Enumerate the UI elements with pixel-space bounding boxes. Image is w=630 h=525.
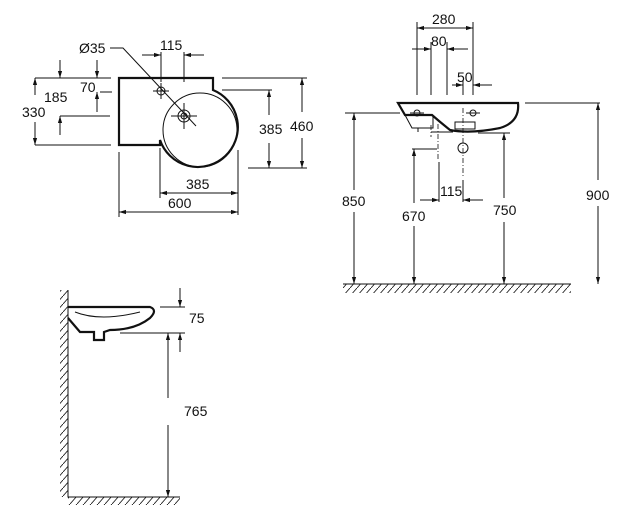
basin-front-outline (396, 101, 520, 133)
dim-bowl-depth: 385 (259, 121, 283, 137)
dim-top-to-hole: 70 (80, 79, 96, 95)
dim-bowl-width: 385 (186, 176, 210, 192)
leader-line (110, 47, 197, 127)
dim-hole-diameter: Ø35 (79, 40, 106, 56)
wall-floor-line (67, 290, 180, 498)
floor-hatch (343, 284, 571, 293)
dim-height-750: 750 (493, 202, 517, 218)
dim-total-depth: 460 (290, 118, 314, 134)
dim-width-280: 280 (432, 11, 456, 27)
dim-top-to-drain: 185 (44, 89, 68, 105)
dim-height-900: 900 (586, 187, 610, 203)
floor-hatch (68, 497, 180, 505)
front-view: 280 80 50 850 670 115 750 900 (342, 11, 610, 293)
tap-hole-icon (410, 109, 424, 117)
dim-total-width: 600 (168, 195, 192, 211)
bowl-inner (162, 92, 238, 168)
dim-offset-115: 115 (440, 183, 463, 199)
dim-height-670: 670 (402, 208, 426, 224)
wall-hatch (60, 290, 68, 497)
tap-hole-icon (153, 83, 169, 99)
dim-tap-offset: 115 (160, 37, 183, 53)
drain-icon (171, 103, 197, 129)
dim-left-depth: 330 (22, 104, 46, 120)
dim-basin-height: 75 (189, 310, 205, 326)
tap-hole-icon (466, 109, 480, 117)
dim-width-50: 50 (457, 69, 473, 85)
dim-height-850: 850 (342, 193, 366, 209)
dim-mount-height: 765 (184, 403, 208, 419)
plan-view: Ø35 115 70 185 330 385 460 385 600 (22, 37, 314, 217)
dim-width-80: 80 (431, 33, 447, 49)
side-view: 75 765 (60, 288, 208, 505)
basin-side-outline (67, 305, 156, 342)
basin-outline (117, 76, 239, 169)
siphon (454, 121, 476, 130)
